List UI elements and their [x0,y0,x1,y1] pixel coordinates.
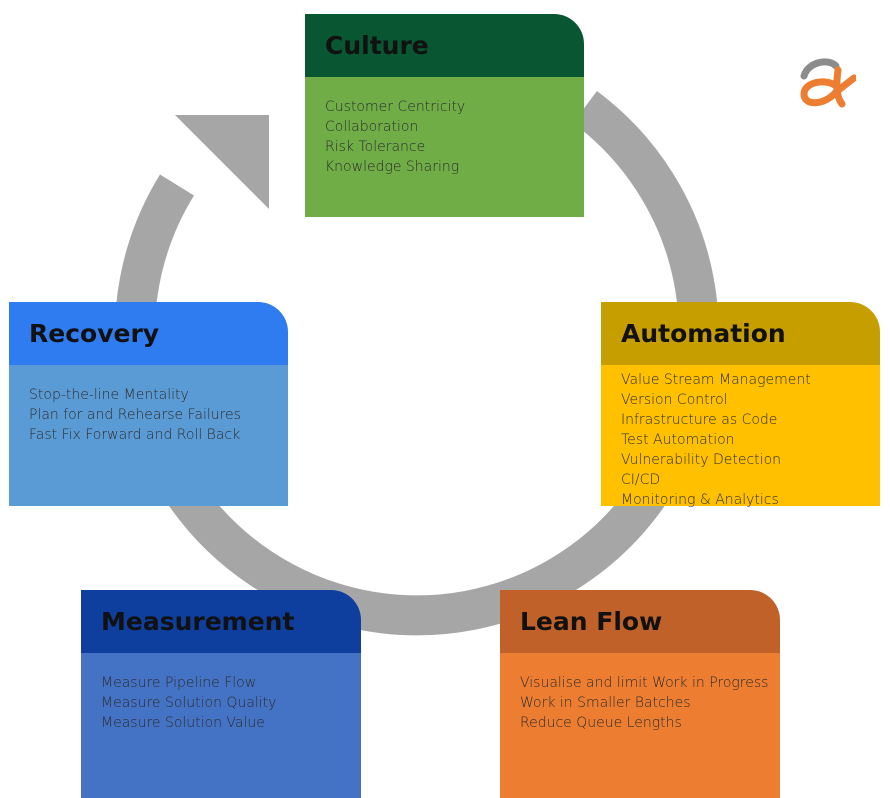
automation-list: Value Stream Management Version Control … [621,370,880,510]
lean-flow-body: Visualise and limit Work in Progress Wor… [500,653,780,798]
culture-list: Customer Centricity Collaboration Risk T… [325,97,584,177]
lean-flow-title: Lean Flow [500,590,780,653]
measurement-title: Measurement [81,590,361,653]
automation-item: Version Control [621,392,728,408]
measurement-card: Measurement Measure Pipeline Flow Measur… [81,590,361,798]
measurement-item: Measure Solution Quality [101,695,277,711]
culture-body: Customer Centricity Collaboration Risk T… [305,77,584,217]
automation-item: Test Automation [621,432,735,448]
automation-title: Automation [601,302,880,365]
culture-item: Knowledge Sharing [325,159,460,175]
recovery-item: Fast Fix Forward and Roll Back [29,427,241,443]
logo-letter [800,66,856,108]
automation-item: Value Stream Management [621,372,811,388]
culture-title: Culture [305,14,584,77]
culture-card: Culture Customer Centricity Collaboratio… [305,14,584,217]
automation-item: Monitoring & Analytics [621,492,779,508]
automation-item: CI/CD [621,472,661,488]
measurement-item: Measure Pipeline Flow [101,675,257,691]
lean-flow-item: Work in Smaller Batches [520,695,691,711]
recovery-title: Recovery [9,302,288,365]
brand-logo [800,58,856,108]
measurement-item: Measure Solution Value [101,715,265,731]
automation-item: Vulnerability Detection [621,452,782,468]
culture-item: Collaboration [325,119,419,135]
lean-flow-list: Visualise and limit Work in Progress Wor… [520,673,780,733]
recovery-item: Stop-the-line Mentality [29,387,189,403]
recovery-item: Plan for and Rehearse Failures [29,407,241,423]
logo-top-arc [800,58,840,80]
automation-card: Automation Value Stream Management Versi… [601,302,880,508]
automation-item: Infrastructure as Code [621,412,778,428]
cycle-arrow-head [175,115,269,209]
recovery-body: Stop-the-line Mentality Plan for and Reh… [9,365,288,506]
lean-flow-item: Reduce Queue Lengths [520,715,682,731]
recovery-list: Stop-the-line Mentality Plan for and Reh… [29,385,288,445]
recovery-card: Recovery Stop-the-line Mentality Plan fo… [9,302,288,506]
measurement-list: Measure Pipeline Flow Measure Solution Q… [101,673,361,733]
measurement-body: Measure Pipeline Flow Measure Solution Q… [81,653,361,798]
lean-flow-card: Lean Flow Visualise and limit Work in Pr… [500,590,780,798]
culture-item: Customer Centricity [325,99,466,115]
automation-body: Value Stream Management Version Control … [601,365,880,508]
lean-flow-item: Visualise and limit Work in Progress [520,675,769,691]
culture-item: Risk Tolerance [325,139,426,155]
